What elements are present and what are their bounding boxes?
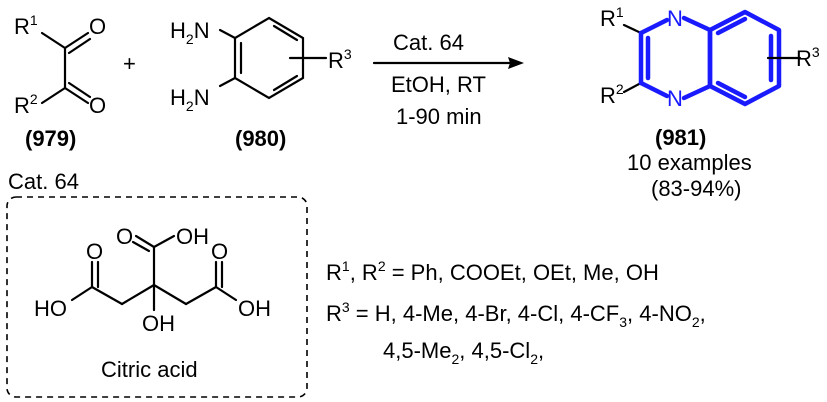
oxygen-top: O bbox=[89, 14, 106, 39]
citric-o-right: O bbox=[211, 239, 228, 264]
condition-time: 1-90 min bbox=[396, 104, 482, 129]
product-r1-label: R1 bbox=[600, 4, 624, 31]
citric-ho-left: HO bbox=[34, 296, 67, 321]
product-r2-label: R2 bbox=[600, 81, 624, 108]
bond-ho-left bbox=[70, 285, 94, 302]
nitrogen-bottom: N bbox=[667, 86, 683, 111]
reaction-arrow-group: Cat. 64 EtOH, RT 1-90 min bbox=[372, 30, 524, 129]
citric-acid-name: Citric acid bbox=[101, 357, 198, 382]
bond-central-left bbox=[120, 283, 156, 306]
compound-label-981: (981) bbox=[655, 125, 706, 150]
condition-solvent: EtOH, RT bbox=[391, 72, 486, 97]
catalyst-box: Cat. 64 O OH O HO O OH OH Citric acid bbox=[6, 169, 308, 398]
bond-product-r1 bbox=[622, 23, 643, 35]
nitrogen-top: N bbox=[667, 6, 683, 31]
r2-label: R2 bbox=[14, 91, 38, 118]
citric-oh-top: OH bbox=[176, 224, 209, 249]
citric-o-left: O bbox=[86, 239, 103, 264]
bond-co-top-2 bbox=[67, 37, 92, 55]
oxygen-bottom: O bbox=[89, 93, 106, 118]
blue-bond-5 bbox=[681, 83, 713, 101]
bond-coh-top bbox=[152, 234, 176, 249]
bond-co-bot-2 bbox=[67, 81, 92, 99]
yield-range: (83-94%) bbox=[651, 176, 741, 201]
bond-ch2-right bbox=[184, 285, 218, 306]
substituent-line-r1-r2: R1, R2 = Ph, COOEt, OEt, Me, OH bbox=[326, 258, 659, 285]
substituent-line-r3-cont: 4,5-Me2, 4,5-Cl2, bbox=[383, 338, 544, 367]
compound-label-979: (979) bbox=[25, 126, 76, 151]
r1-label: R1 bbox=[14, 12, 38, 39]
bond-co-bot-1 bbox=[63, 86, 90, 105]
citric-o-top: O bbox=[116, 224, 133, 249]
ring-double-2 bbox=[272, 74, 299, 92]
blue-bond-1 bbox=[638, 17, 670, 36]
nh2-top-label: H2N bbox=[170, 18, 210, 47]
examples-count: 10 examples bbox=[627, 150, 752, 175]
condition-catalyst: Cat. 64 bbox=[393, 30, 464, 55]
bond-central-right bbox=[152, 283, 188, 306]
nh2-bottom-label: H2N bbox=[170, 85, 210, 114]
bond-co-top-1 bbox=[63, 31, 90, 50]
blue-bond-4 bbox=[638, 80, 670, 99]
catalyst-box-title: Cat. 64 bbox=[8, 169, 79, 194]
product-r3-label: R3 bbox=[796, 44, 820, 71]
bond-r2-c bbox=[40, 86, 67, 105]
bond-product-r2 bbox=[622, 81, 643, 94]
ring-double-1 bbox=[272, 24, 299, 42]
bond-oh-right bbox=[214, 285, 238, 302]
arrow-head-icon bbox=[508, 57, 524, 69]
bond-co-top-left-1 bbox=[134, 234, 156, 249]
substituent-line-r3: R3 = H, 4-Me, 4-Br, 4-Cl, 4-CF3, 4-NO2, bbox=[326, 299, 706, 330]
reactant-980: H2N H2N R3 (980) bbox=[170, 16, 352, 151]
bond-ch2-left bbox=[90, 285, 124, 306]
r3-label-reactant: R3 bbox=[328, 46, 352, 73]
blue-ring-double-1 bbox=[715, 16, 748, 36]
bond-nh2-bottom bbox=[218, 76, 237, 88]
blue-bond-2 bbox=[681, 15, 713, 33]
bond-nh2-top bbox=[218, 28, 237, 40]
product-981: N N R1 R2 R3 (981) 10 examples (83-94%) bbox=[600, 4, 820, 201]
citric-oh-center: OH bbox=[142, 311, 175, 336]
bond-r1-c bbox=[40, 31, 67, 50]
compound-label-980: (980) bbox=[235, 126, 286, 151]
bond-co-top-left-2 bbox=[131, 240, 151, 253]
citric-oh-right: OH bbox=[238, 296, 271, 321]
reactant-979: R1 R2 O O (979) bbox=[14, 12, 106, 151]
dashed-box bbox=[6, 196, 308, 398]
blue-ring-double-3 bbox=[715, 80, 748, 100]
plus-sign: + bbox=[123, 51, 136, 76]
substituent-definitions: R1, R2 = Ph, COOEt, OEt, Me, OH R3 = H, … bbox=[326, 258, 706, 367]
blue-benzene-ring bbox=[707, 9, 782, 107]
